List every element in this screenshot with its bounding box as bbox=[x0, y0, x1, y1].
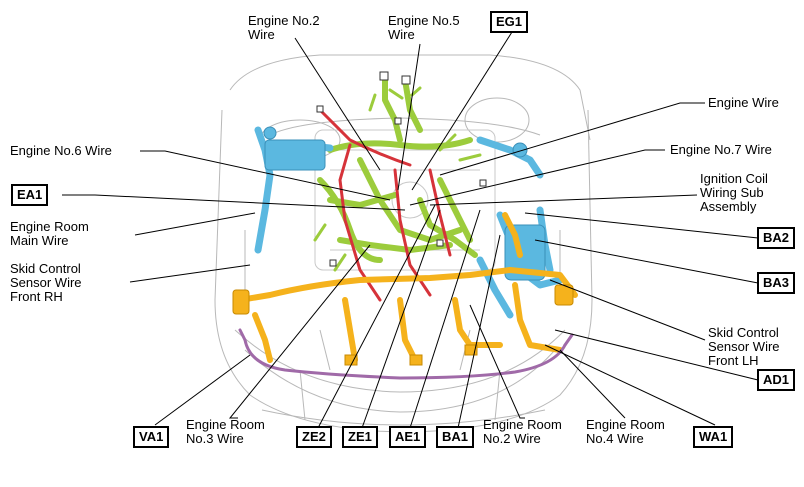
leader-wa1 bbox=[544, 344, 716, 426]
label-engine-room-no3-wire: Engine Room No.3 Wire bbox=[186, 417, 265, 446]
connector-eg1: EG1 bbox=[490, 11, 529, 33]
orange-harness-clips bbox=[232, 284, 574, 366]
label-ignition-coil-wiring-sub-assembly: Ignition Coil Wiring Sub Assembly bbox=[700, 171, 768, 214]
leader-engine-no5 bbox=[397, 43, 421, 191]
leader-skid-lh bbox=[549, 279, 706, 341]
label-engine-wire: Engine Wire bbox=[708, 95, 779, 110]
connector-wa1: WA1 bbox=[693, 426, 734, 448]
connector-ea1: EA1 bbox=[11, 184, 49, 206]
harness-connectors bbox=[316, 71, 487, 267]
connector-va1: VA1 bbox=[133, 426, 170, 448]
leader-lines bbox=[62, 31, 759, 429]
connector-ze1: ZE1 bbox=[342, 426, 378, 448]
leader-engine-room-no3 bbox=[228, 244, 371, 419]
label-engine-no2-wire: Engine No.2 Wire bbox=[248, 13, 320, 42]
leader-engine-room-no4 bbox=[559, 349, 626, 419]
leader-ze1 bbox=[361, 209, 441, 429]
leader-ba3 bbox=[534, 239, 759, 284]
leader-eg1 bbox=[411, 31, 513, 191]
label-skid-control-sensor-wire-front-rh: Skid Control Sensor Wire Front RH bbox=[10, 261, 82, 304]
leader-engine-no2 bbox=[294, 37, 381, 171]
orange-harness bbox=[237, 212, 578, 363]
leader-ae1 bbox=[409, 209, 481, 429]
leader-engine-no6 bbox=[140, 150, 391, 201]
leader-va1 bbox=[154, 354, 251, 426]
leader-engine-no7 bbox=[409, 149, 665, 206]
connector-ae1: AE1 bbox=[389, 426, 427, 448]
label-engine-no7-wire: Engine No.7 Wire bbox=[670, 142, 772, 157]
connector-ze2: ZE2 bbox=[296, 426, 332, 448]
leader-ba1 bbox=[457, 234, 501, 429]
leader-engine-room-no2 bbox=[469, 304, 525, 419]
engine-room-main-harness-body bbox=[263, 126, 546, 281]
engine-wire-branches bbox=[313, 86, 482, 272]
connector-ba2: BA2 bbox=[757, 227, 796, 249]
leader-ze2 bbox=[317, 204, 436, 429]
label-skid-control-sensor-wire-front-lh: Skid Control Sensor Wire Front LH bbox=[708, 325, 780, 368]
label-engine-room-no4-wire: Engine Room No.4 Wire bbox=[586, 417, 665, 446]
leader-engine-room-main bbox=[134, 212, 256, 236]
label-engine-room-no2-wire: Engine Room No.2 Wire bbox=[483, 417, 562, 446]
leader-ea1 bbox=[62, 194, 406, 211]
connector-ba3: BA3 bbox=[757, 272, 796, 294]
label-engine-no5-wire: Engine No.5 Wire bbox=[388, 13, 460, 42]
leader-skid-rh bbox=[129, 264, 251, 283]
leader-ad1 bbox=[554, 329, 759, 381]
label-engine-room-main-wire: Engine Room Main Wire bbox=[10, 219, 89, 248]
label-engine-no6-wire: Engine No.6 Wire bbox=[10, 143, 112, 158]
connector-ad1: AD1 bbox=[757, 369, 796, 391]
leader-engine-wire bbox=[439, 102, 705, 176]
leader-ba2 bbox=[524, 212, 759, 239]
connector-ba1: BA1 bbox=[436, 426, 475, 448]
leader-ignition-coil bbox=[429, 194, 698, 206]
purple-harness bbox=[238, 328, 574, 380]
